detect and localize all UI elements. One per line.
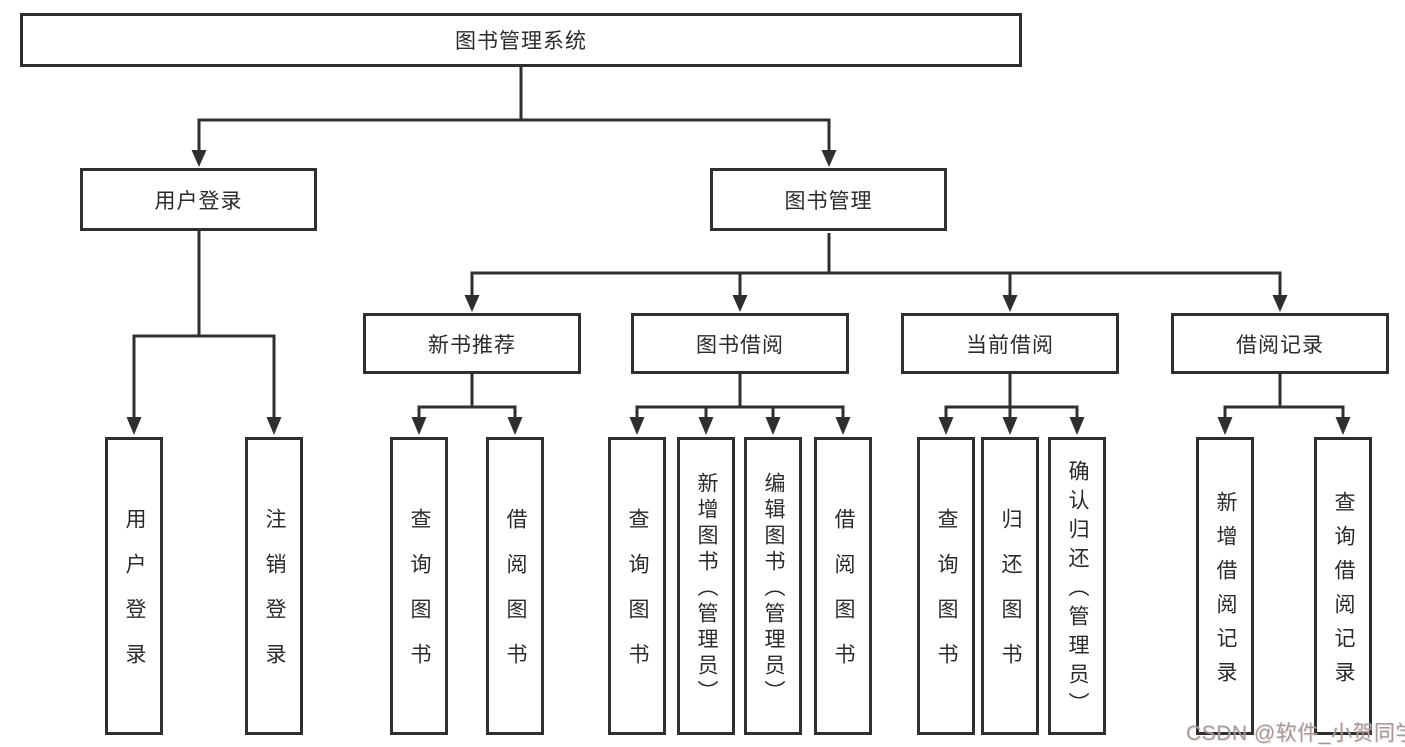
leaf-add-books-admin: 新增图书（管理员）: [677, 437, 735, 735]
leaf-borrow-books-newbooks: 借阅图书: [486, 437, 544, 735]
leaf-edit-books-admin: 编辑图书（管理员）: [744, 437, 802, 735]
branch-user-login: 用户登录: [80, 168, 317, 231]
section-borrow-records: 借阅记录: [1171, 313, 1389, 374]
leaf-confirm-return-admin-label: 确认归还（管理员）: [1066, 459, 1089, 721]
leaf-add-borrow-record: 新增借阅记录: [1196, 437, 1254, 735]
leaf-query-books-newbooks-label: 查询图书: [408, 508, 431, 688]
leaf-user-login: 用户登录: [105, 437, 163, 735]
leaf-borrow-books-borrowing: 借阅图书: [814, 437, 872, 735]
branch-book-management-label: 图书管理: [784, 189, 873, 213]
leaf-add-borrow-record-label: 新增借阅记录: [1214, 490, 1237, 695]
leaf-logout: 注销登录: [245, 437, 303, 735]
leaf-query-books-current: 查询图书: [917, 437, 975, 735]
leaf-borrow-books-borrowing-label: 借阅图书: [832, 508, 855, 688]
leaf-query-books-newbooks: 查询图书: [390, 437, 448, 735]
leaf-query-books-borrowing: 查询图书: [608, 437, 666, 735]
leaf-query-books-borrowing-label: 查询图书: [626, 508, 649, 688]
section-current-borrowing: 当前借阅: [901, 313, 1119, 374]
arrowheads: [126, 150, 1351, 435]
branch-book-management: 图书管理: [710, 168, 947, 231]
branch-user-login-label: 用户登录: [154, 189, 243, 213]
leaf-add-books-admin-label: 新增图书（管理员）: [695, 471, 718, 706]
section-book-borrowing-label: 图书借阅: [696, 333, 784, 357]
section-new-books: 新书推荐: [363, 313, 581, 374]
leaf-edit-books-admin-label: 编辑图书（管理员）: [762, 471, 785, 706]
leaf-return-books-label: 归还图书: [999, 508, 1022, 688]
leaf-logout-label: 注销登录: [263, 508, 286, 688]
leaf-user-login-label: 用户登录: [123, 508, 146, 688]
leaf-query-books-current-label: 查询图书: [935, 508, 958, 688]
leaf-confirm-return-admin: 确认归还（管理员）: [1048, 437, 1106, 735]
section-current-borrowing-label: 当前借阅: [966, 333, 1054, 357]
leaf-return-books: 归还图书: [981, 437, 1039, 735]
leaf-borrow-books-newbooks-label: 借阅图书: [504, 508, 527, 688]
section-book-borrowing: 图书借阅: [631, 313, 849, 374]
root-node: 图书管理系统: [20, 13, 1022, 67]
section-borrow-records-label: 借阅记录: [1236, 333, 1324, 357]
root-node-label: 图书管理系统: [455, 30, 587, 53]
leaf-query-borrow-record-label: 查询借阅记录: [1332, 490, 1355, 695]
section-new-books-label: 新书推荐: [428, 333, 516, 357]
leaf-query-borrow-record: 查询借阅记录: [1314, 437, 1372, 735]
watermark-text: CSDN @软件_小贺同学: [1186, 722, 1405, 745]
